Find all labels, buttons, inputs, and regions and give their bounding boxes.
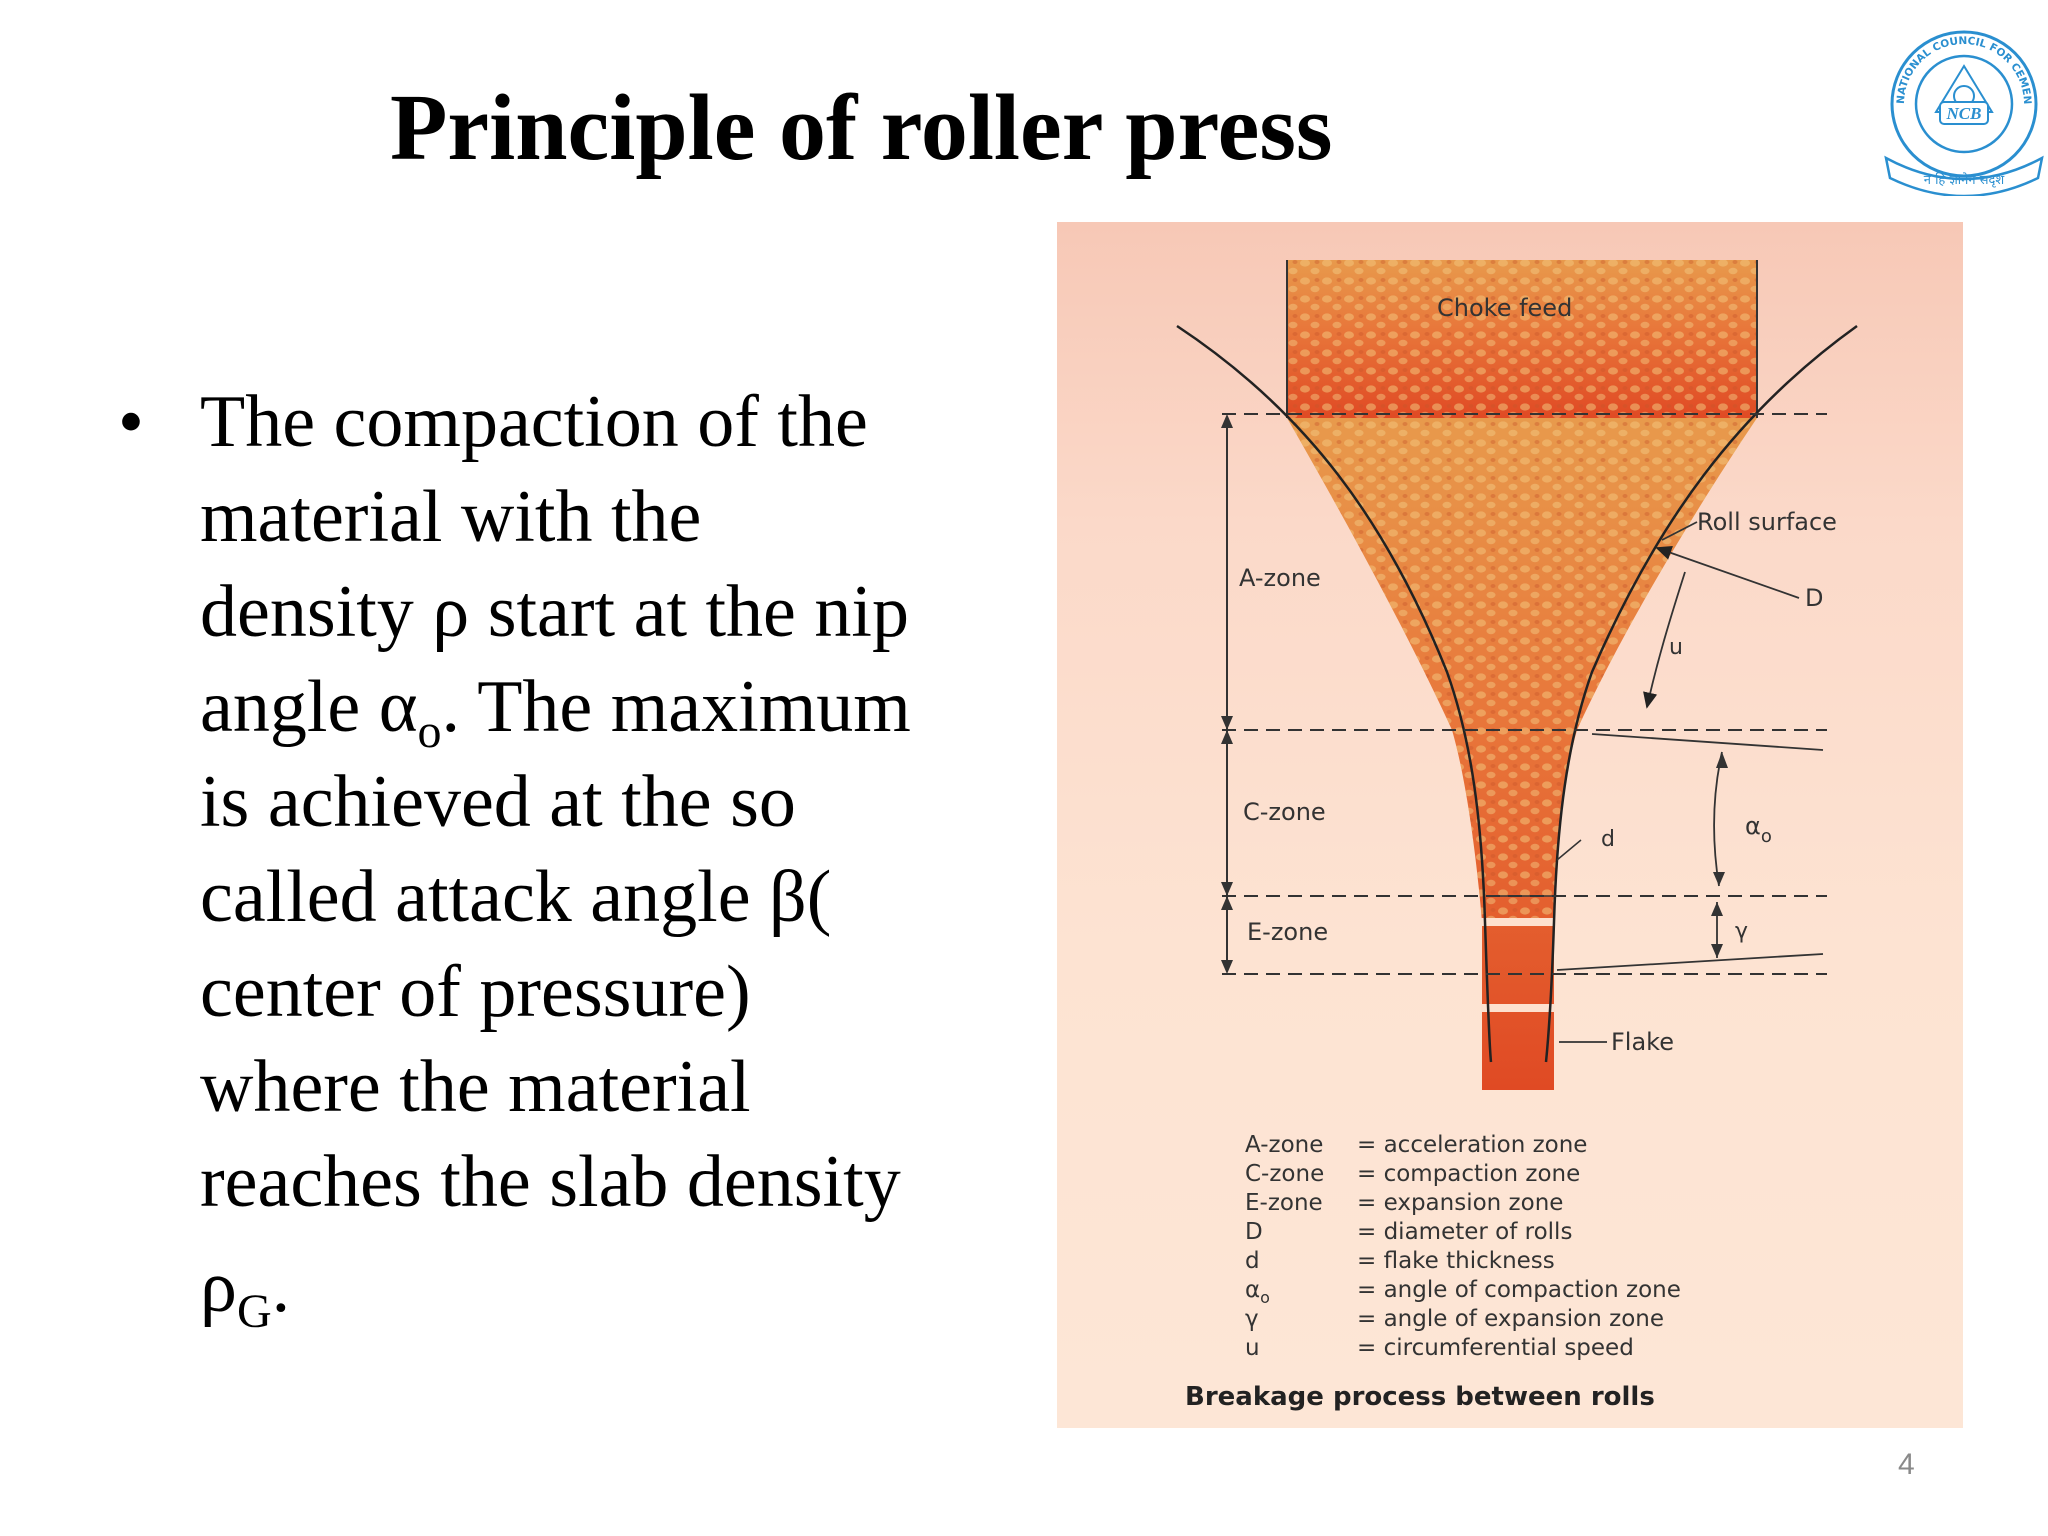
bullet-line: called attack angle β( (200, 856, 832, 938)
diameter-label: D (1805, 584, 1823, 612)
speed-label: u (1669, 635, 1683, 660)
bullet-line: ρG. (200, 1240, 1020, 1335)
bullet-line: is achieved at the so (200, 761, 796, 843)
bullet-text: The compaction of the material with the … (200, 375, 1020, 1335)
alpha-angle-label: αo (1745, 812, 1772, 847)
flake-label: Flake (1611, 1028, 1674, 1056)
legend-definition: = angle of expansion zone (1357, 1306, 1664, 1332)
legend-symbol: E-zone (1245, 1190, 1323, 1216)
bullet-fragment: . (271, 1246, 291, 1328)
legend-symbol: D (1245, 1219, 1263, 1245)
rho-subscript: G (236, 1284, 272, 1338)
legend-definition: = acceleration zone (1357, 1132, 1587, 1158)
logo-ncb-text: NCB (1946, 104, 1982, 123)
bullet-line: reaches the slab density (200, 1141, 901, 1223)
bullet-line: The compaction of the (200, 381, 868, 463)
c-zone-label: C-zone (1243, 798, 1326, 826)
ncb-logo: NATIONAL COUNCIL FOR CEMENT AND BUILDING… (1875, 0, 2048, 198)
legend-definition: = angle of compaction zone (1357, 1277, 1681, 1303)
legend-symbol: d (1245, 1248, 1260, 1274)
bullet-line: angle αo. The maximum (200, 660, 1020, 755)
roller-press-diagram: A-zone C-zone E-zone Choke feed Roll sur… (1057, 222, 1963, 1428)
choke-feed-label: Choke feed (1437, 294, 1572, 322)
a-zone-label: A-zone (1239, 564, 1321, 592)
bullet-line: where the material (200, 1046, 751, 1128)
legend-definition: = circumferential speed (1357, 1335, 1634, 1361)
legend-symbol: A-zone (1245, 1132, 1323, 1158)
flake-thickness-label: d (1601, 827, 1615, 852)
bullet-line: density ρ start at the nip (200, 571, 909, 653)
legend-symbol: αo (1245, 1277, 1270, 1307)
bullet-fragment: ρ (200, 1246, 237, 1328)
bullet-line: material with the (200, 476, 702, 558)
legend-symbol: u (1245, 1335, 1260, 1361)
legend-definition: = expansion zone (1357, 1190, 1563, 1216)
legend-symbol: C-zone (1245, 1161, 1324, 1187)
legend-definition: = diameter of rolls (1357, 1219, 1572, 1245)
alpha-subscript: o (417, 704, 442, 758)
gamma-angle-label: γ (1735, 919, 1748, 944)
e-zone-label: E-zone (1247, 918, 1328, 946)
figure-caption: Breakage process between rolls (1185, 1382, 1655, 1412)
logo-motto: न हि ज्ञानेन सदृशं (1924, 172, 2006, 188)
bullet-line: center of pressure) (200, 951, 751, 1033)
legend-symbol: γ (1245, 1306, 1259, 1332)
bullet-marker: • (118, 381, 144, 463)
bullet-fragment: . The maximum (441, 666, 911, 748)
right-roll-surface (1544, 324, 1858, 1063)
roll-surface-label: Roll surface (1697, 508, 1837, 536)
legend: A-zone = acceleration zone C-zone = comp… (1245, 1132, 1681, 1361)
left-roll-surface (1176, 324, 1493, 1063)
bullet-fragment: angle α (200, 666, 418, 748)
page-number: 4 (1898, 1448, 1915, 1481)
legend-definition: = flake thickness (1357, 1248, 1555, 1274)
slide-title: Principle of roller press (390, 76, 1333, 180)
legend-definition: = compaction zone (1357, 1161, 1580, 1187)
